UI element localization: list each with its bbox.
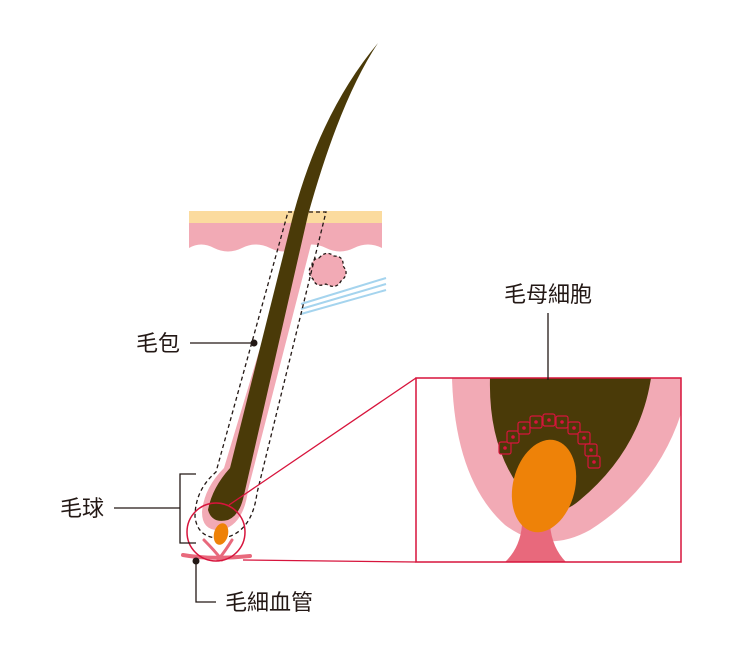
follicle-marker-dot — [250, 339, 258, 347]
skin-dermis-layer — [189, 223, 382, 252]
dermal-papilla-small — [213, 523, 229, 545]
matrix-cell-nuclei — [503, 418, 596, 464]
skin-surface-layer — [189, 211, 382, 223]
label-group-bulb: 毛球 — [60, 473, 196, 544]
matrix-cells — [498, 413, 601, 469]
skin-layers — [189, 211, 382, 252]
bulb-highlight-circle — [186, 502, 246, 562]
label-group-capillary: 毛細血管 — [192, 557, 313, 616]
dermal-papilla-large — [511, 439, 577, 533]
inset-capillary — [505, 525, 566, 562]
label-group-follicle: 毛包 — [136, 332, 258, 357]
zoom-connector-lines — [228, 377, 417, 563]
zoom-inset — [415, 377, 682, 563]
label-capillary: 毛細血管 — [225, 591, 313, 616]
hair-shaft — [208, 43, 378, 521]
sebaceous-gland — [308, 252, 347, 288]
capillaries — [181, 538, 252, 562]
label-matrix-cells: 毛母細胞 — [504, 283, 592, 308]
follicle-outline — [194, 211, 327, 539]
label-group-matrix-cells: 毛母細胞 — [504, 283, 592, 380]
label-follicle: 毛包 — [136, 332, 180, 357]
label-bulb: 毛球 — [60, 497, 104, 522]
nerve-fibers — [300, 277, 387, 315]
